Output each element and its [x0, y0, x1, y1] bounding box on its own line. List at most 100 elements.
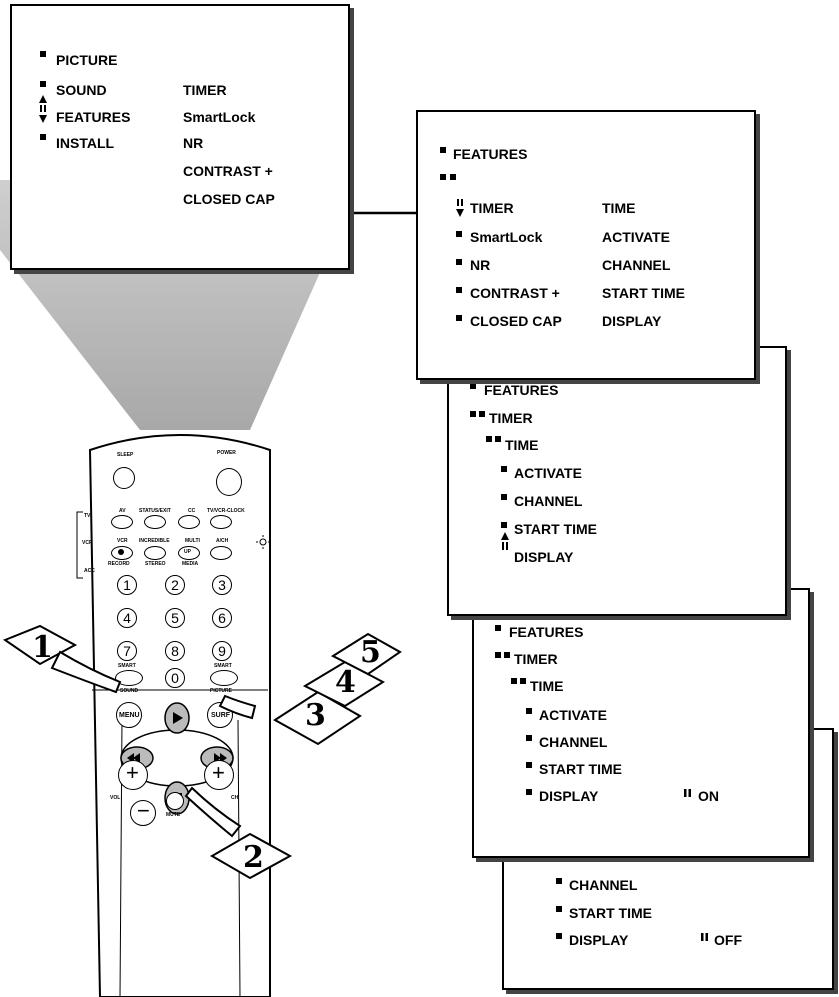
submenu-item-smartlock[interactable]: SmartLock: [183, 109, 256, 125]
digit-1-button[interactable]: 1: [117, 575, 137, 595]
record-icon: [118, 549, 124, 555]
menu-item-features[interactable]: FEATURES: [56, 109, 131, 125]
menu-item-display[interactable]: DISPLAY: [569, 932, 629, 948]
menu-item-closed-cap[interactable]: CLOSED CAP: [470, 313, 562, 329]
up-cursor-icon: [501, 532, 509, 550]
digit-3-button[interactable]: 3: [212, 575, 232, 595]
bullet-icon: [479, 411, 485, 417]
channel-up-button[interactable]: [204, 760, 234, 790]
ach-label: A/CH: [216, 538, 229, 544]
down-cursor-icon: [456, 199, 464, 217]
menu-item-activate[interactable]: ACTIVATE: [539, 707, 607, 723]
menu-item-start-time[interactable]: START TIME: [569, 905, 652, 921]
digit-4-button[interactable]: 4: [117, 608, 137, 628]
bullet-icon: [526, 735, 532, 741]
menu-item-smartlock[interactable]: SmartLock: [470, 229, 543, 245]
menu-item-time[interactable]: TIME: [530, 678, 564, 694]
digit-7-button[interactable]: 7: [117, 641, 137, 661]
up-down-cursor-icon: [39, 95, 47, 123]
bullet-icon: [470, 383, 476, 389]
step-tags: [2, 624, 402, 880]
bullet-icon: [556, 906, 562, 912]
submenu-item-contrast[interactable]: CONTRAST +: [183, 163, 273, 179]
menu-item-picture[interactable]: PICTURE: [56, 52, 118, 68]
step-4-tag: [302, 660, 385, 708]
minus-icon: −: [137, 798, 150, 823]
volume-down-button[interactable]: [130, 800, 156, 826]
smart-picture-button[interactable]: [210, 670, 238, 686]
menu-item-start-time[interactable]: START TIME: [539, 761, 622, 777]
menu-item-time[interactable]: TIME: [505, 437, 539, 453]
submenu-item-display[interactable]: DISPLAY: [602, 313, 662, 329]
menu-item-channel[interactable]: CHANNEL: [539, 734, 608, 750]
digit-2-button[interactable]: 2: [165, 575, 185, 595]
step-2-number: 2: [243, 840, 264, 875]
menu-item-start-time[interactable]: START TIME: [514, 521, 597, 537]
step-3-number: 3: [305, 698, 326, 733]
submenu-item-activate[interactable]: ACTIVATE: [602, 229, 670, 245]
menu-item-display[interactable]: DISPLAY: [539, 788, 599, 804]
bullet-icon: [501, 466, 507, 472]
bullet-icon: [526, 762, 532, 768]
av-button[interactable]: [111, 515, 133, 529]
tv-vcr-clock-button[interactable]: [210, 515, 232, 529]
menu-label: MENU: [119, 712, 140, 719]
submenu-item-timer[interactable]: TIMER: [183, 82, 227, 98]
vcr-mode-label: VCR: [82, 540, 93, 546]
bullet-icon: [526, 789, 532, 795]
multi-label: MULTI: [185, 538, 200, 544]
cc-button[interactable]: [178, 515, 200, 529]
incredible-label: INCREDIBLE: [139, 538, 170, 544]
submenu-item-start-time[interactable]: START TIME: [602, 285, 685, 301]
status-exit-button[interactable]: [144, 515, 166, 529]
cursor-icon: [701, 933, 708, 941]
menu-item-display[interactable]: DISPLAY: [514, 549, 574, 565]
menu-item-channel[interactable]: CHANNEL: [514, 493, 583, 509]
menu-item-timer[interactable]: TIMER: [470, 200, 514, 216]
step-5-number: 5: [360, 635, 381, 670]
submenu-item-nr[interactable]: NR: [183, 135, 204, 151]
digit-9-button[interactable]: 9: [212, 641, 232, 661]
mute-button[interactable]: [166, 792, 184, 810]
mute-label: MUTE: [166, 812, 181, 818]
menu-button[interactable]: [116, 702, 142, 728]
menu-title-features: FEATURES: [453, 146, 528, 162]
bullet-icon: [456, 231, 462, 237]
menu-item-contrast[interactable]: CONTRAST +: [470, 285, 560, 301]
sleep-button[interactable]: [113, 467, 135, 489]
light-icon: [256, 535, 270, 549]
smart-sound-label: SMART: [118, 663, 136, 669]
power-button[interactable]: [216, 468, 242, 496]
smart-sound-button[interactable]: [115, 670, 143, 686]
bullet-icon: [520, 678, 526, 684]
menu-item-channel[interactable]: CHANNEL: [569, 877, 638, 893]
menu-item-install[interactable]: INSTALL: [56, 135, 115, 151]
smart-picture-label: SMART: [214, 663, 232, 669]
multi-media-button[interactable]: [178, 546, 200, 560]
menu-item-nr[interactable]: NR: [470, 257, 491, 273]
cursor-icon: [684, 789, 691, 797]
incredible-stereo-button[interactable]: [144, 546, 166, 560]
digit-8-button[interactable]: 8: [165, 641, 185, 661]
ach-button[interactable]: [210, 546, 232, 560]
bullet-icon: [456, 315, 462, 321]
volume-up-button[interactable]: [118, 760, 148, 790]
pointing-hand-icon: [50, 650, 122, 694]
bullet-icon: [456, 259, 462, 265]
submenu-item-closed-cap[interactable]: CLOSED CAP: [183, 191, 275, 207]
display-value-off: OFF: [714, 932, 742, 948]
submenu-item-channel[interactable]: CHANNEL: [602, 257, 671, 273]
submenu-item-time[interactable]: TIME: [602, 200, 636, 216]
menu-item-sound[interactable]: SOUND: [56, 82, 107, 98]
step-4-number: 4: [335, 665, 356, 700]
digit-5-button[interactable]: 5: [165, 608, 185, 628]
acc-mode-label: ACC: [84, 568, 95, 574]
digit-0-button[interactable]: 0: [165, 668, 185, 688]
record-label: RECORD: [108, 561, 130, 567]
status-exit-label: STATUS/EXIT: [139, 508, 171, 514]
digit-6-button[interactable]: 6: [212, 608, 232, 628]
bullet-icon: [511, 678, 517, 684]
menu-item-activate[interactable]: ACTIVATE: [514, 465, 582, 481]
up-label: UP: [184, 549, 191, 555]
sound-label: SOUND: [120, 688, 139, 694]
